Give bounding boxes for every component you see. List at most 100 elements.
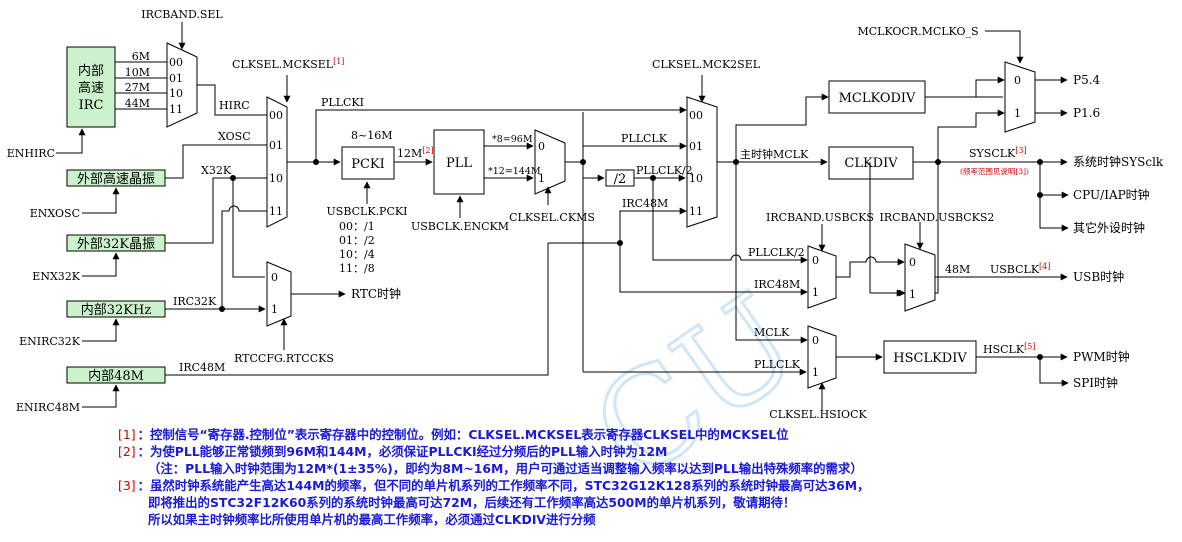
ircband-port-10: 10 xyxy=(169,87,183,100)
usbclk-text: USBCLK xyxy=(990,263,1040,276)
rtc-mux xyxy=(266,261,292,327)
sysclk-signal: SYSCLK[3] xyxy=(969,146,1027,160)
footnote-1-text: ：控制信号“寄存器.控制位”表示寄存器中的控制位。例如：CLKSEL.MCKSE… xyxy=(137,427,789,442)
mck2sel-mux xyxy=(686,96,718,228)
footnote-1: [1]：控制信号“寄存器.控制位”表示寄存器中的控制位。例如：CLKSEL.MC… xyxy=(118,426,1168,443)
ckms-port-0: 0 xyxy=(538,140,545,153)
pcki-div-3: 11：/8 xyxy=(339,262,375,275)
xosc-signal: XOSC xyxy=(218,130,251,143)
mcksel-port-00: 00 xyxy=(269,109,283,122)
clkdiv-block xyxy=(828,146,914,180)
other-output: 其它外设时钟 xyxy=(1073,220,1145,235)
mcksel-label-text: CLKSEL.MCKSEL xyxy=(232,58,334,71)
footnote-3-ref: [3] xyxy=(118,478,136,493)
pllclk2-signal: PLLCLK/2 xyxy=(636,164,693,177)
usbcks2-port-1: 1 xyxy=(909,288,916,301)
hirc-label-2: 高速 xyxy=(78,80,104,96)
usb-output: USB时钟 xyxy=(1073,269,1124,284)
hsclk-text: HSCLK xyxy=(983,343,1025,356)
mck2sel-port-01: 01 xyxy=(689,140,703,153)
usbcks2-mux xyxy=(904,243,936,312)
x32k-box-label: 外部32K晶振 xyxy=(77,237,155,252)
clkdiv-label: CLKDIV xyxy=(844,156,898,171)
enirc48m-label: ENIRC48M xyxy=(16,401,80,414)
rtccks-label: RTCCFG.RTCCKS xyxy=(234,352,334,365)
sysclk-ref: [3] xyxy=(1015,146,1026,155)
cpu-output: CPU/IAP时钟 xyxy=(1073,187,1150,202)
footnote-3: [3]：虽然时钟系统能产生高达144M的频率，但不同的单片机系列的工作频率不同，… xyxy=(118,477,1168,494)
ircband-sel-label: IRCBAND.SEL xyxy=(141,8,223,21)
footnote-3c-text: 所以如果主时钟频率比所使用单片机的最高工作频率，必须通过CLKDIV进行分频 xyxy=(148,512,596,527)
usb-48m-label: 48M xyxy=(945,263,970,276)
footnote-2: [2]：为使PLL能够正常锁频到96M和144M，必须保证PLLCKI经过分频后… xyxy=(118,443,1168,460)
irc48m-box-label: 内部48M xyxy=(88,368,144,384)
mcksel-port-10: 10 xyxy=(269,172,283,185)
footnote-3b-text: 即将推出的STC32F12K60系列的系统时钟最高可达72M，后续还有工作频率高… xyxy=(148,495,796,510)
enx32k-label: ENX32K xyxy=(32,270,80,283)
rtc-output-label: RTC时钟 xyxy=(351,286,401,301)
enirc32k-label: ENIRC32K xyxy=(19,335,81,348)
freq-6m: 6M xyxy=(132,50,150,63)
pllclk2-usb-signal: PLLCLK/2 xyxy=(748,246,805,259)
twelve-m-label: 12M[2] xyxy=(397,146,434,160)
main-mclk-signal: 主时钟MCLK xyxy=(740,147,809,161)
pcki-range-label: 8~16M xyxy=(351,129,392,142)
hirc-label-1: 内部 xyxy=(78,63,104,79)
mcksel-mux xyxy=(266,96,288,228)
usbclk-signal: USBCLK[4] xyxy=(990,262,1050,276)
freq-10m: 10M xyxy=(125,66,150,79)
pll-x8-label: *8=96M xyxy=(492,134,533,145)
footnote-2b-text: （注：PLL输入时钟范围为12M*(1±35%)，即约为8M~16M，用户可通过… xyxy=(148,461,863,476)
p16-output: P1.6 xyxy=(1073,106,1100,120)
hsiock-port-0: 0 xyxy=(812,334,819,347)
usbcks-port-0: 0 xyxy=(812,254,819,267)
hsiock-label: CLKSEL.HSIOCK xyxy=(769,408,867,421)
mclkodiv-block xyxy=(828,80,926,114)
hsclkdiv-block xyxy=(883,340,977,374)
twelve-m-ref: [2] xyxy=(422,146,433,155)
ircband-port-01: 01 xyxy=(169,72,183,85)
twelve-m-text: 12M xyxy=(397,147,422,160)
ckms-label: CLKSEL.CKMS xyxy=(509,211,595,224)
pcki-block-label: PCKI xyxy=(351,157,385,172)
pcki-div-2: 10：/4 xyxy=(339,248,375,261)
pcki-block xyxy=(341,146,395,180)
footnote-2b: （注：PLL输入时钟范围为12M*(1±35%)，即约为8M~16M，用户可通过… xyxy=(118,460,1168,477)
ircband-mux xyxy=(166,42,198,128)
enhirc-label: ENHIRC xyxy=(7,147,55,160)
irc48m-mck2-signal: IRC48M xyxy=(622,197,668,210)
x32k-signal: X32K xyxy=(201,164,232,177)
irc32k-signal: IRC32K xyxy=(173,295,217,308)
mclko-label: MCLKOCR.MCLKO_S xyxy=(857,25,978,38)
p54-output: P5.4 xyxy=(1073,73,1101,87)
ckms-port-1: 1 xyxy=(538,172,545,185)
pll-x12-label: *12=144M xyxy=(488,166,541,177)
mclko-port-1: 1 xyxy=(1014,107,1021,120)
footnotes: [1]：控制信号“寄存器.控制位”表示寄存器中的控制位。例如：CLKSEL.MC… xyxy=(118,426,1168,528)
hirc-label-3: IRC xyxy=(79,98,104,113)
mcksel-port-11: 11 xyxy=(269,205,283,218)
enxosc-label: ENXOSC xyxy=(30,207,80,220)
hirc-signal: HIRC xyxy=(219,99,250,112)
mck2sel-label: CLKSEL.MCK2SEL xyxy=(652,58,761,71)
irc48m-usb-signal: IRC48M xyxy=(754,278,800,291)
footnote-3c: 所以如果主时钟频率比所使用单片机的最高工作频率，必须通过CLKDIV进行分频 xyxy=(118,511,1168,528)
div2-label: /2 xyxy=(614,172,627,187)
irc48m-signal: IRC48M xyxy=(179,361,225,374)
footnote-3-text: ：虽然时钟系统能产生高达144M的频率，但不同的单片机系列的工作频率不同，STC… xyxy=(137,478,870,493)
mcksel-port-01: 01 xyxy=(269,139,283,152)
pllclk-signal: PLLCLK xyxy=(621,132,668,145)
mclk-signal: MCLK xyxy=(754,326,790,339)
hsclk-ref: [5] xyxy=(1024,342,1035,351)
sysclk-output: 系统时钟SYSclk xyxy=(1073,154,1164,169)
hsclk-signal: HSCLK[5] xyxy=(983,342,1035,356)
mck2sel-port-11: 11 xyxy=(689,205,703,218)
mcksel-label-ref: [1] xyxy=(333,57,344,66)
mcksel-label: CLKSEL.MCKSEL[1] xyxy=(232,57,344,71)
mclko-mux xyxy=(1004,61,1036,133)
sysclk-note: (频率范围见说明[3]) xyxy=(960,166,1029,176)
enckm-label: USBCLK.ENCKM xyxy=(411,220,509,233)
hsiock-port-1: 1 xyxy=(812,366,819,379)
irc32k-box-label: 内部32KHz xyxy=(81,302,152,318)
